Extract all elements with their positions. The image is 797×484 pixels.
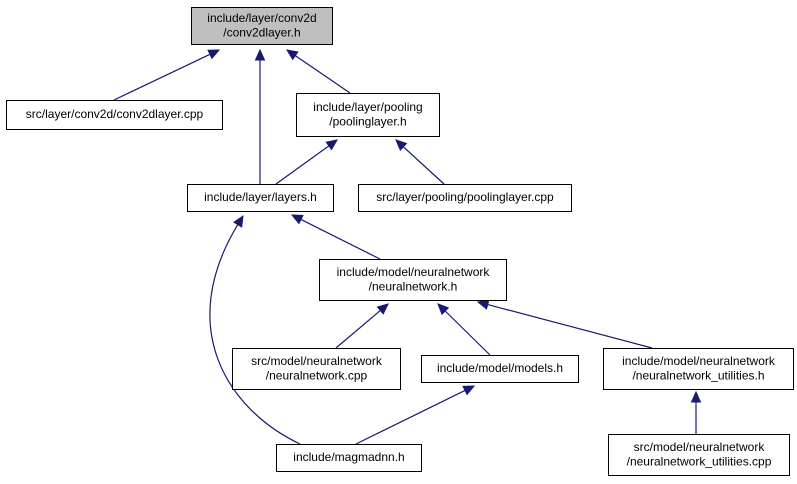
node-label: include/layer/layers.h bbox=[204, 190, 317, 204]
edge-line bbox=[402, 146, 445, 185]
edge-arrowhead bbox=[325, 139, 338, 151]
edge-line bbox=[294, 55, 351, 94]
edge-neuralnetwork_cpp-to-neuralnetwork_h bbox=[335, 303, 389, 349]
node-box bbox=[421, 355, 579, 383]
edge-poolinglayer_h-to-conv2dlayer_h bbox=[285, 49, 351, 94]
node-label: /poolinglayer.h bbox=[329, 114, 406, 128]
edge-arrowhead bbox=[437, 303, 450, 316]
node-box bbox=[603, 348, 794, 390]
node-magmadnn-h[interactable]: include/magmadnn.h bbox=[276, 444, 422, 472]
node-label: include/model/neuralnetwork bbox=[622, 354, 776, 368]
node-box bbox=[232, 348, 401, 390]
edge-arrowhead bbox=[462, 385, 476, 396]
edge-layers_h-to-poolinglayer_h bbox=[275, 139, 338, 185]
edge-arrowhead bbox=[290, 214, 304, 225]
edge-arrowhead bbox=[254, 48, 266, 61]
edges-layer bbox=[113, 48, 702, 445]
node-layers-h[interactable]: include/layer/layers.h bbox=[187, 184, 334, 212]
edge-arrowhead bbox=[207, 49, 221, 60]
edge-line bbox=[275, 145, 330, 185]
node-conv2dlayer-cpp[interactable]: src/layer/conv2d/conv2dlayer.cpp bbox=[6, 100, 223, 130]
node-box bbox=[608, 434, 790, 476]
edge-line bbox=[444, 310, 491, 356]
edge-line bbox=[355, 389, 466, 445]
edge-arrowhead bbox=[476, 299, 490, 310]
node-box bbox=[319, 259, 507, 301]
node-box bbox=[6, 100, 223, 130]
edge-arrowhead bbox=[233, 214, 244, 228]
node-label: src/model/neuralnetwork bbox=[251, 354, 383, 368]
edge-line bbox=[209, 224, 301, 445]
node-label: include/model/models.h bbox=[437, 361, 563, 375]
node-label: /neuralnetwork.cpp bbox=[266, 368, 368, 382]
node-neuralnetwork-h[interactable]: include/model/neuralnetwork/neuralnetwor… bbox=[319, 259, 507, 301]
node-label: include/model/neuralnetwork bbox=[337, 265, 491, 279]
node-box bbox=[296, 93, 440, 137]
edge-layers_h-to-conv2dlayer_h bbox=[254, 48, 266, 184]
node-box bbox=[187, 184, 334, 212]
node-models-h[interactable]: include/model/models.h bbox=[421, 355, 579, 383]
node-conv2dlayer-h[interactable]: include/layer/conv2d/conv2dlayer.h bbox=[191, 7, 333, 45]
node-label: include/magmadnn.h bbox=[293, 450, 404, 464]
node-box bbox=[276, 444, 422, 472]
node-poolinglayer-h[interactable]: include/layer/pooling/poolinglayer.h bbox=[296, 93, 440, 137]
node-nn-utilities-h[interactable]: include/model/neuralnetwork/neuralnetwor… bbox=[603, 348, 794, 390]
node-label: include/layer/pooling bbox=[313, 100, 422, 114]
node-label: src/layer/pooling/poolinglayer.cpp bbox=[376, 190, 554, 204]
edge-line bbox=[300, 218, 381, 260]
edge-arrowhead bbox=[395, 139, 408, 151]
focus-node-box bbox=[191, 7, 333, 45]
node-box bbox=[358, 184, 572, 212]
node-label: src/model/neuralnetwork bbox=[634, 440, 766, 454]
edge-arrowhead bbox=[376, 303, 389, 315]
edge-neuralnetwork_h-to-layers_h bbox=[290, 214, 381, 260]
edge-line bbox=[487, 303, 653, 349]
node-neuralnetwork-cpp[interactable]: src/model/neuralnetwork/neuralnetwork.cp… bbox=[232, 348, 401, 390]
node-label: src/layer/conv2d/conv2dlayer.cpp bbox=[26, 107, 204, 121]
node-label: /neuralnetwork_utilities.cpp bbox=[627, 454, 772, 468]
edge-line bbox=[113, 53, 211, 101]
nodes-layer: include/layer/conv2d/conv2dlayer.h src/la… bbox=[6, 7, 794, 476]
edge-nn_utilities_cpp-to-nn_utilities_h bbox=[690, 390, 702, 434]
edge-arrowhead bbox=[285, 49, 299, 61]
edge-magmadnn_h-to-layers_h bbox=[209, 214, 301, 445]
node-label: include/layer/conv2d bbox=[207, 11, 316, 25]
edge-line bbox=[335, 310, 381, 349]
node-label: /conv2dlayer.h bbox=[223, 25, 300, 39]
edge-arrowhead bbox=[690, 390, 702, 403]
edge-poolinglayer_cpp-to-poolinglayer_h bbox=[395, 139, 445, 185]
node-nn-utilities-cpp[interactable]: src/model/neuralnetwork/neuralnetwork_ut… bbox=[608, 434, 790, 476]
node-poolinglayer-cpp[interactable]: src/layer/pooling/poolinglayer.cpp bbox=[358, 184, 572, 212]
node-label: /neuralnetwork.h bbox=[369, 279, 458, 293]
edge-magmadnn_h-to-models_h bbox=[355, 385, 476, 445]
node-label: /neuralnetwork_utilities.h bbox=[632, 368, 764, 382]
edge-conv2dlayer_cpp-to-conv2dlayer_h bbox=[113, 49, 221, 101]
edge-nn_utilities_h-to-neuralnetwork_h bbox=[476, 299, 653, 349]
edge-models_h-to-neuralnetwork_h bbox=[437, 303, 491, 356]
